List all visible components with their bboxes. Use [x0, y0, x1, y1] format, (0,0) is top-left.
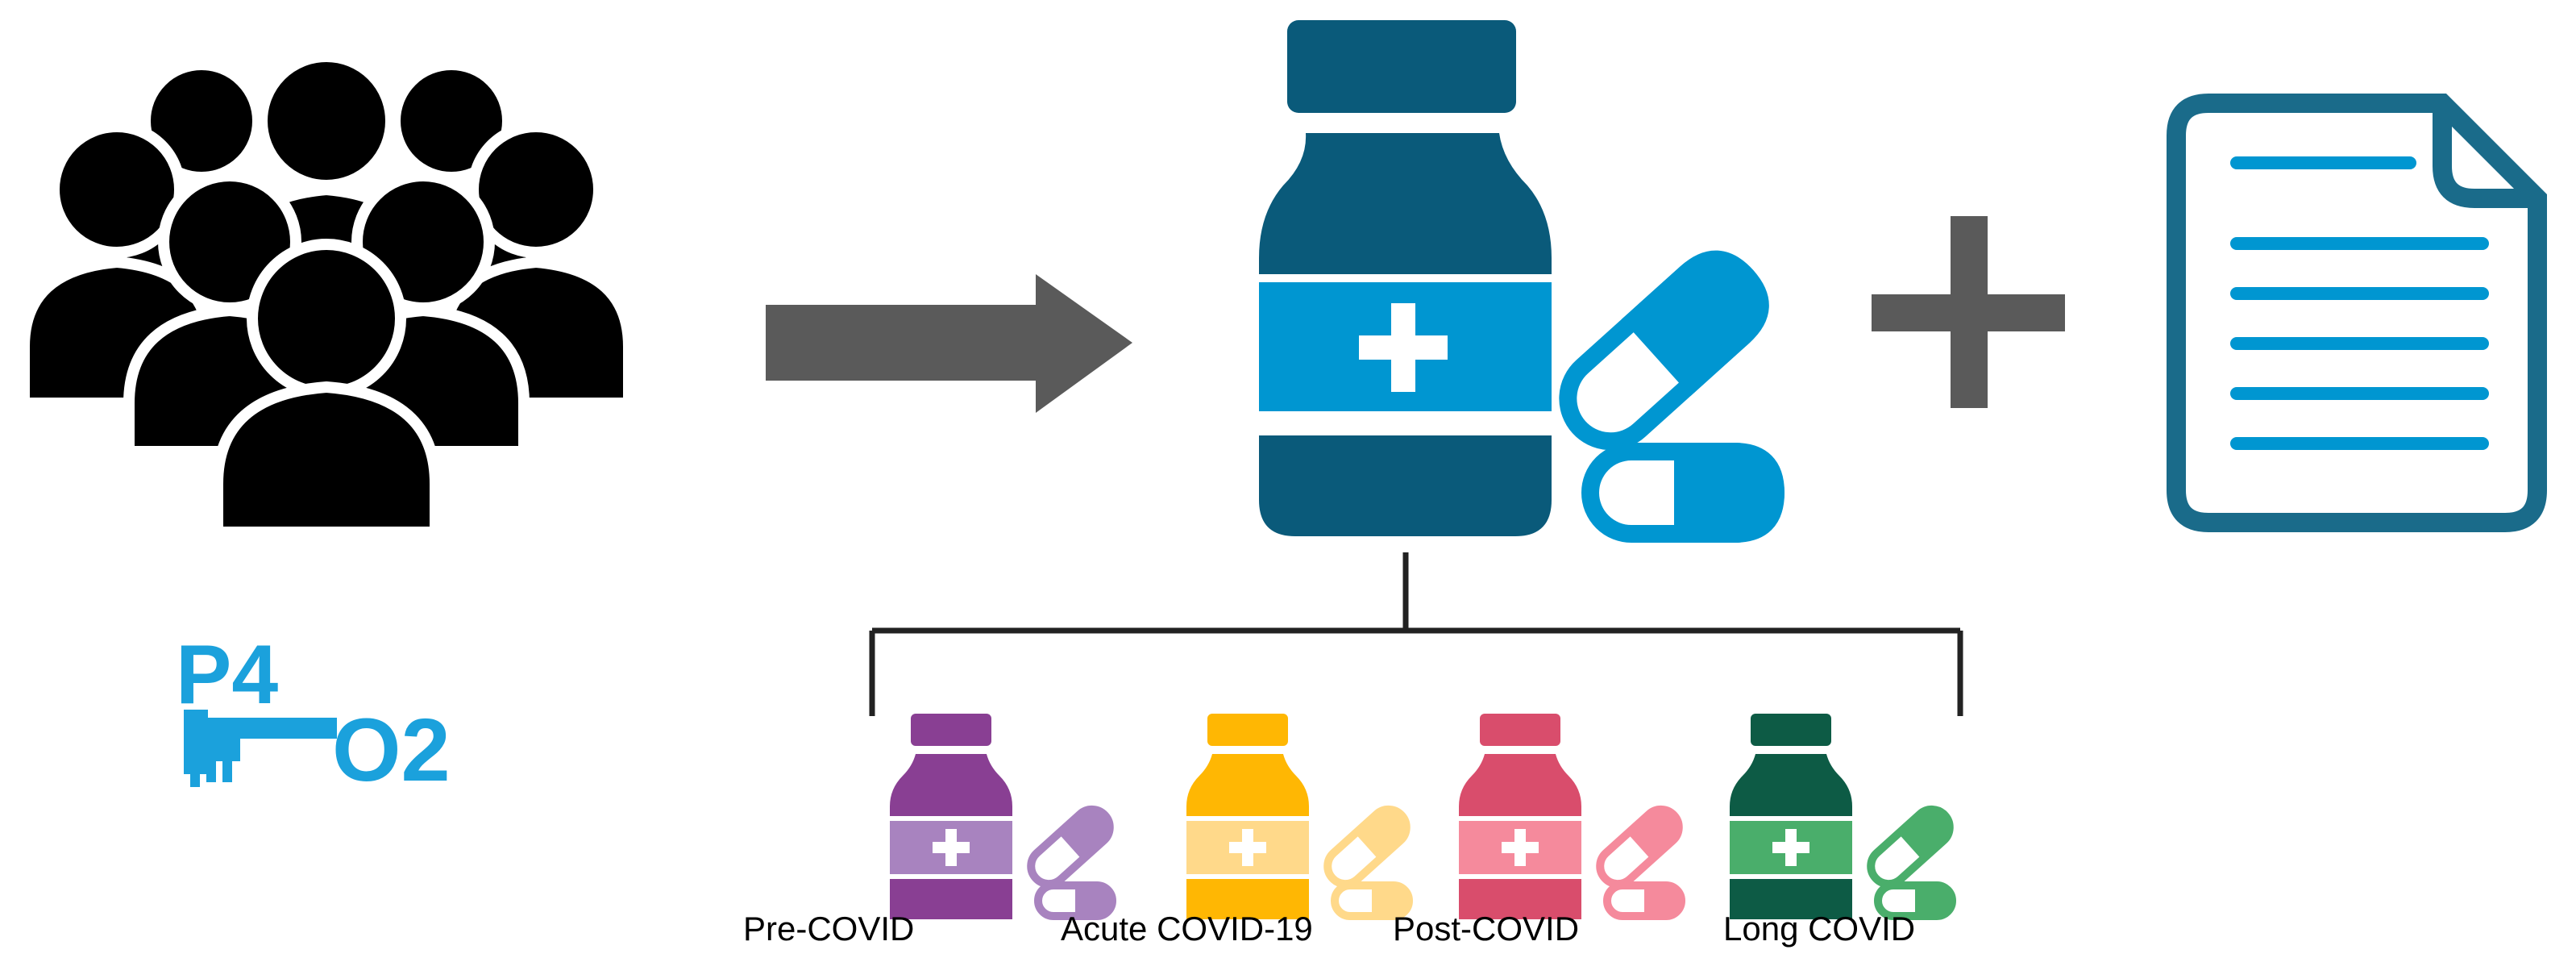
people-group-icon — [19, 51, 634, 538]
phase-label: Pre-COVID — [743, 910, 914, 948]
capsule-icon — [1867, 805, 1956, 920]
phase-2-group: Acute COVID-19 — [1061, 714, 1413, 948]
capsule-icon — [1559, 250, 1785, 543]
plus-icon — [1872, 216, 2065, 408]
medicine-bottle-icon — [1259, 20, 1552, 536]
phase-3-group: Post-COVID — [1393, 714, 1685, 948]
medicine-bottle-icon — [1730, 714, 1852, 919]
logo-bottom-text: O2 — [332, 701, 451, 800]
branch-connector — [869, 552, 1963, 716]
phase-4-group: Long COVID — [1723, 714, 1956, 948]
p4o2-logo: P4 O2 — [176, 628, 451, 800]
phase-label: Post-COVID — [1393, 910, 1579, 948]
right-arrow-icon — [766, 274, 1132, 413]
document-icon — [2167, 94, 2547, 532]
capsule-icon — [1323, 805, 1413, 920]
medicine-bottle-icon — [1459, 714, 1581, 919]
medicine-bottle-icon — [890, 714, 1012, 919]
phase-1-group: Pre-COVID — [743, 714, 1116, 948]
phase-label: Acute COVID-19 — [1061, 910, 1313, 948]
phase-label: Long COVID — [1723, 910, 1915, 948]
capsule-icon — [1596, 805, 1685, 920]
medicine-bottle-icon — [1186, 714, 1309, 919]
capsule-icon — [1027, 805, 1116, 920]
logo-top-text: P4 — [176, 628, 278, 722]
phase-bottles: Pre-COVID Acute COVID-19 Post-COVID Long CO… — [743, 714, 1956, 948]
